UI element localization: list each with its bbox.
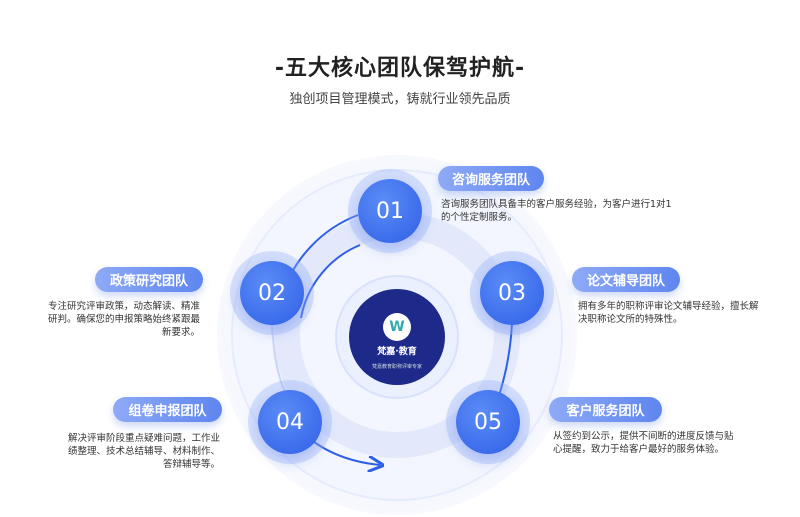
node-05: 05 xyxy=(456,390,520,454)
center-logo: W 梵嘉·教育 梵嘉教育职称评审专家 xyxy=(349,289,445,385)
node-03: 03 xyxy=(480,261,544,325)
team-label-customer: 客户服务团队 xyxy=(549,397,662,422)
team-label-consulting: 咨询服务团队 xyxy=(438,166,544,191)
team-label-policy: 政策研究团队 xyxy=(95,267,203,292)
logo-mark-icon: W xyxy=(383,313,411,341)
logo-name: 梵嘉·教育 xyxy=(377,347,417,357)
team-desc-customer: 从签约到公示，提供不间断的进度反馈与贴心提醒，致力于给客户最好的服务体验。 xyxy=(553,431,734,455)
team-desc-policy: 专注研究评审政策，动态解读、精准研判。确保您的申报策略始终紧跟最新要求。 xyxy=(48,301,201,338)
page-title: -五大核心团队保驾护航- xyxy=(274,56,526,81)
team-desc-thesis: 拥有多年的职称评审论文辅导经验，擅长解决职称论文所的特殊性。 xyxy=(578,301,759,325)
team-desc-consulting: 咨询服务团队具备丰的客户服务经验，为客户进行1对1的个性定制服务。 xyxy=(441,199,672,223)
node-04: 04 xyxy=(258,390,322,454)
logo-slogan: 梵嘉教育职称评审专家 xyxy=(371,364,422,370)
page-subtitle: 独创项目管理模式，铸就行业领先品质 xyxy=(289,92,511,107)
team-label-thesis: 论文辅导团队 xyxy=(572,267,680,292)
node-01: 01 xyxy=(358,179,422,243)
node-02: 02 xyxy=(240,261,304,325)
team-desc-application: 解决评审阶段重点疑难问题，工作业绩整理、技术总结辅导、材料制作、答辩辅导等。 xyxy=(67,433,220,470)
team-label-application: 组卷申报团队 xyxy=(113,397,222,422)
